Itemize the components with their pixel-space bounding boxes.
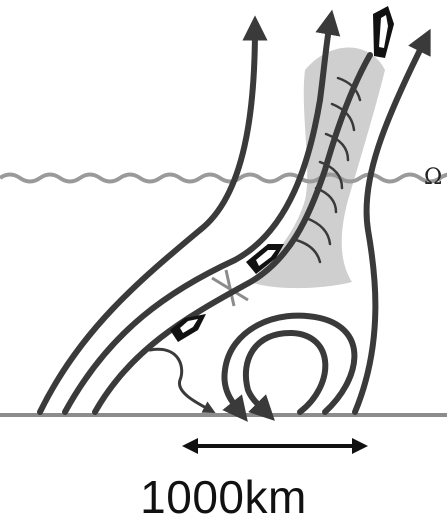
streamline-left-middle [65,22,330,412]
arrow-up-icon [373,6,394,58]
tropopause-line [0,175,447,182]
layer-label: Ω [424,165,442,190]
scale-label: 1000km [0,470,447,524]
streamline-descending-branch [150,349,210,410]
streamline-outer-left [40,28,255,412]
motion-arrow-low [170,314,206,342]
streamline-return-loop-inner [246,333,325,412]
